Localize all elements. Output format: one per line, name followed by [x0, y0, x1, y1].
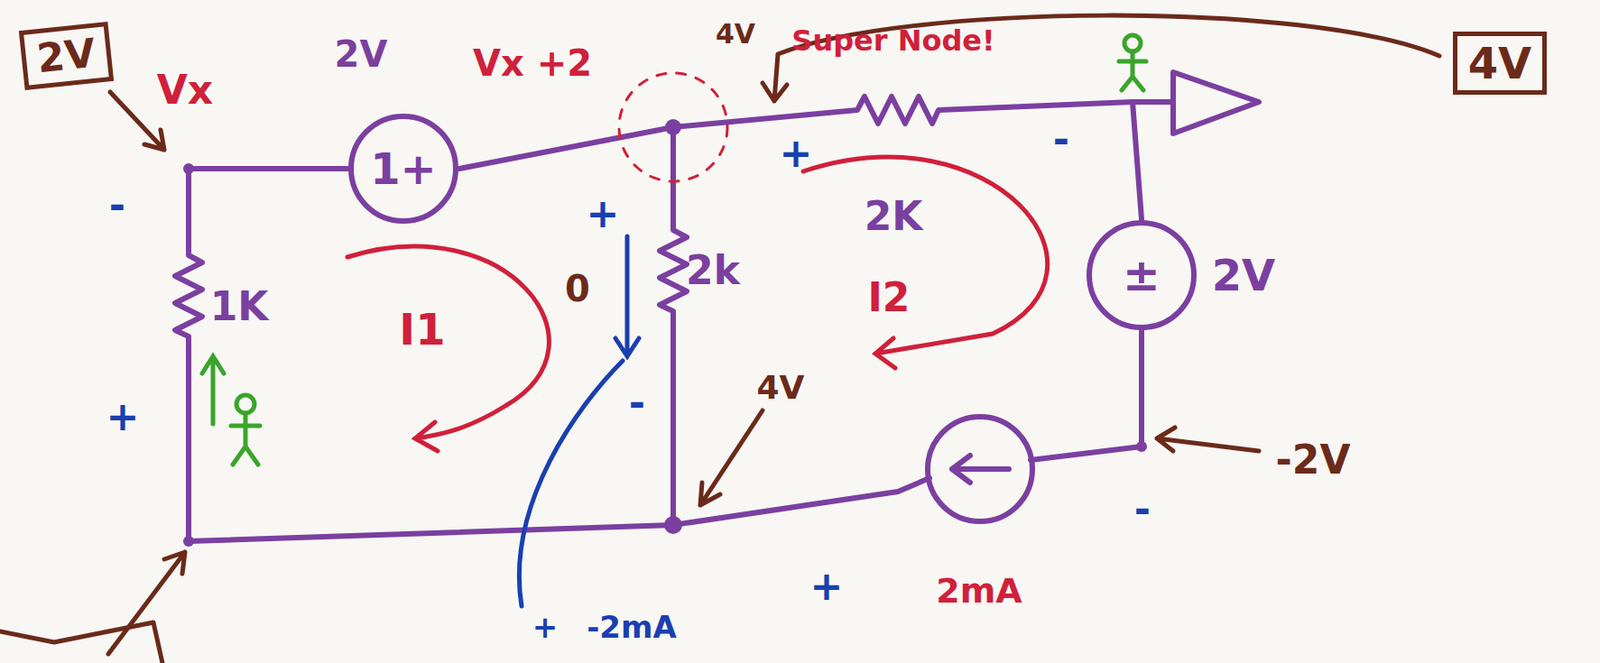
circuit-label: I1: [398, 307, 445, 352]
circuit-label: 2K: [864, 196, 924, 237]
bottom-wire: [188, 478, 930, 542]
stick-figure: [1124, 35, 1141, 52]
circuit-label: Vx +2: [472, 45, 592, 82]
pointer-arrow: [110, 92, 165, 150]
circuit-label: -2mA: [586, 611, 677, 643]
circuit-label: -: [1053, 120, 1070, 160]
circuit-label: 4V: [757, 371, 805, 405]
circuit-label: Super Node!: [791, 26, 995, 56]
voltage-arrow: [615, 236, 639, 357]
circuit-label: -2V: [1276, 440, 1351, 481]
junction-dot: [183, 536, 195, 547]
junction-dot: [183, 163, 195, 175]
circuit-label: +: [810, 566, 844, 607]
stick-figure: [236, 395, 255, 414]
stick-figure: [231, 413, 260, 465]
current-arrow: [952, 455, 1009, 483]
pointer-arrow: [1156, 427, 1259, 452]
stick-figure: [1119, 51, 1147, 91]
pointer-arrow: [700, 410, 763, 506]
circuit-label: +: [532, 611, 559, 643]
circuit-label: -: [109, 185, 126, 226]
leader-line: [518, 360, 623, 607]
top-mid-wire: [459, 127, 674, 169]
value-box: 4V: [1452, 31, 1548, 95]
supernode-ring: [619, 73, 728, 182]
mesh-arrow: [347, 246, 549, 452]
circuit-label: 2k: [685, 250, 740, 291]
voltage-source: 1+: [347, 112, 460, 225]
circuit-label: I2: [868, 277, 911, 318]
current-source: [927, 416, 1033, 522]
left-wire-with-resistor: [175, 168, 203, 542]
node-text: 4V: [1468, 41, 1533, 85]
circuit-label: -: [1134, 490, 1151, 530]
node-text: 1+: [369, 147, 437, 191]
pointer-arrow: [108, 552, 185, 655]
circuit-label: 2V: [1211, 253, 1277, 297]
middle-wire-with-resistor: [659, 127, 687, 526]
circuit-label: +: [106, 397, 140, 437]
source-circle: [351, 116, 456, 222]
circuit-label: 0: [564, 270, 591, 307]
circuit-label: -: [628, 383, 646, 424]
circuit-label: 2mA: [935, 573, 1022, 609]
pointer-arrow: [762, 15, 1440, 102]
circuit-label: 2V: [334, 36, 389, 73]
top-left-wire: [188, 166, 348, 172]
circuit-label: 1K: [210, 286, 269, 327]
mesh-arrow: [803, 157, 1048, 369]
node-text: 2V: [35, 33, 98, 80]
node-text: ±: [1122, 252, 1161, 298]
source-circle: [1089, 222, 1194, 328]
junction-dot: [1136, 441, 1147, 453]
junction-dot: [665, 119, 682, 136]
circuit-label: +: [586, 194, 620, 234]
voltage-source: ±: [1085, 219, 1198, 332]
circuit-label: +: [779, 133, 814, 174]
ground-symbol: [1132, 72, 1259, 134]
circuit-label: Vx: [157, 70, 213, 111]
value-box: 2V: [18, 21, 113, 91]
circuit-label: 4V: [715, 20, 756, 48]
junction-dot: [664, 516, 683, 535]
cut-box: [0, 622, 163, 663]
current-arrow: [202, 356, 224, 425]
